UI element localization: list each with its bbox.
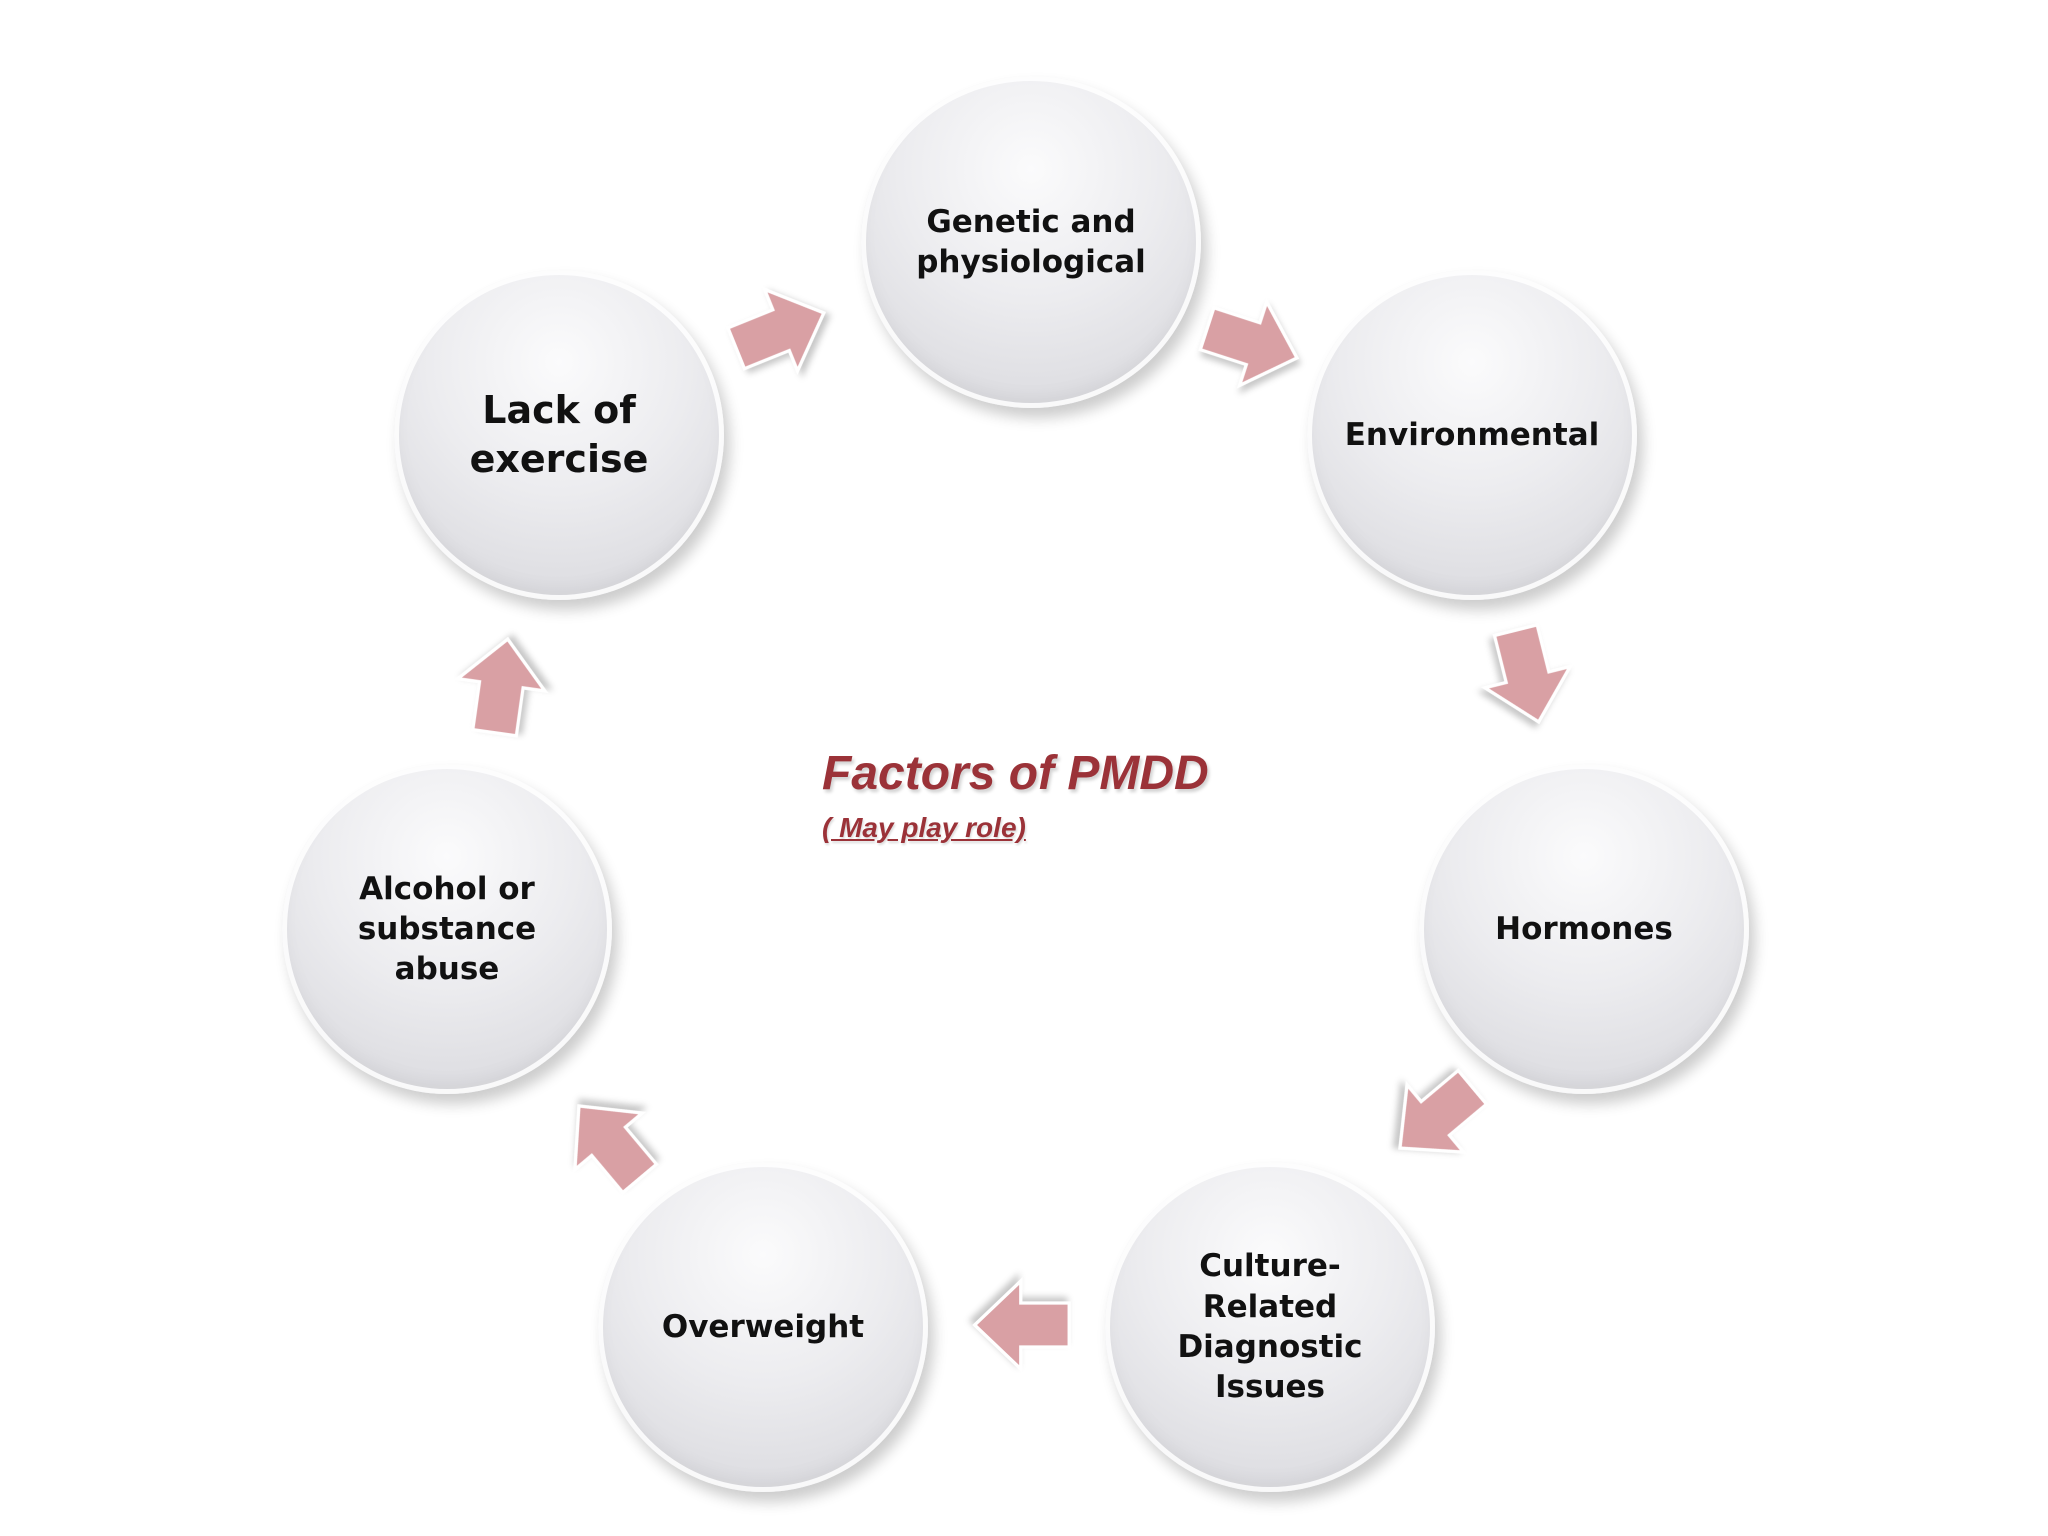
arrow-environmental-to-hormones bbox=[1460, 608, 1593, 741]
node-genetic-physiological: Genetic and physiological bbox=[861, 76, 1201, 408]
node-label: Genetic and physiological bbox=[916, 203, 1146, 280]
node-environmental: Environmental bbox=[1307, 270, 1637, 600]
diagram-subtitle: ( May play role) bbox=[822, 812, 1026, 843]
arrow-hormones-to-culture bbox=[1360, 1040, 1515, 1195]
node-overweight: Overweight bbox=[598, 1162, 928, 1492]
arrow-exercise-to-genetic bbox=[707, 259, 850, 402]
node-culture-related-diagnostic-issues: Culture- Related Diagnostic Issues bbox=[1105, 1162, 1435, 1492]
node-label: Hormones bbox=[1495, 910, 1673, 947]
node-label: Lack of exercise bbox=[469, 387, 649, 481]
arrow-culture-to-overweight bbox=[968, 1270, 1078, 1380]
arrow-overweight-to-alcohol bbox=[533, 1066, 688, 1221]
node-alcohol-substance-abuse: Alcohol or substance abuse bbox=[282, 764, 612, 1094]
node-label: Overweight bbox=[661, 1308, 865, 1345]
diagram-title: Factors of PMDD bbox=[822, 747, 1209, 800]
arrow-alcohol-to-exercise bbox=[439, 625, 563, 749]
node-label: Culture- Related Diagnostic Issues bbox=[1177, 1248, 1363, 1406]
node-label: Environmental bbox=[1344, 416, 1600, 453]
node-label: Alcohol or substance abuse bbox=[357, 870, 537, 988]
arrow-genetic-to-environmental bbox=[1182, 274, 1321, 413]
node-lack-of-exercise: Lack of exercise bbox=[394, 270, 724, 600]
node-hormones: Hormones bbox=[1419, 764, 1749, 1094]
